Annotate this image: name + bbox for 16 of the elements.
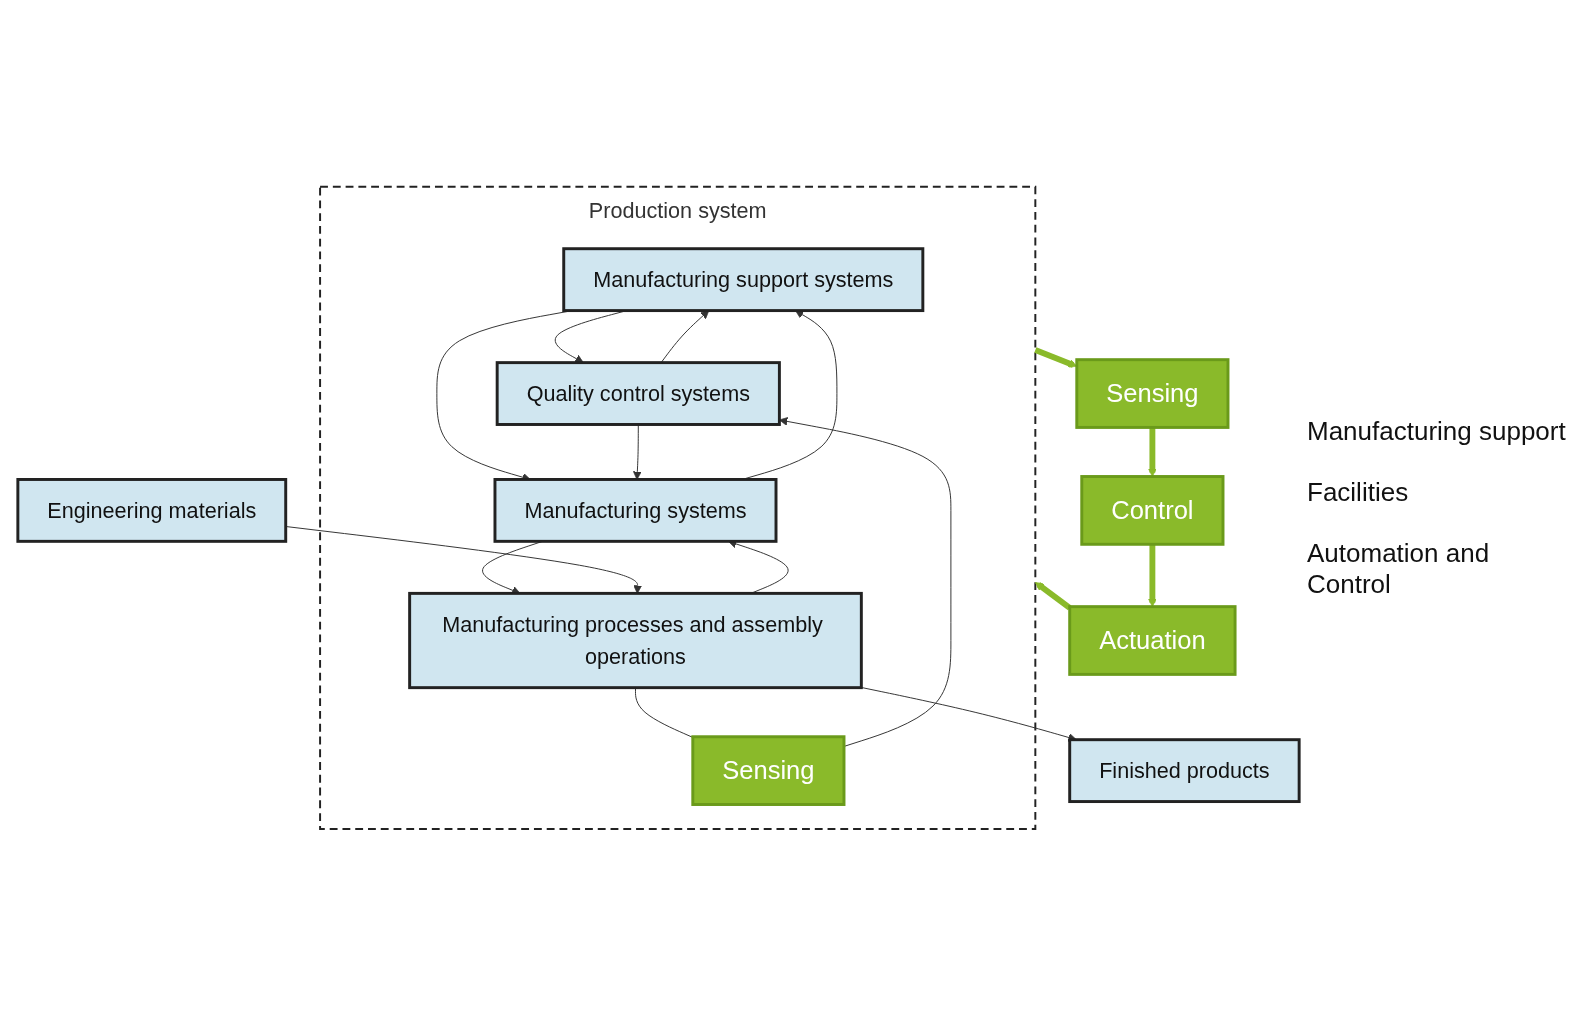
node-box: Manufacturing processes and assembly operations	[408, 591, 863, 690]
connector	[635, 687, 694, 738]
bracket-label: Facilities	[1307, 477, 1410, 508]
arrow	[1034, 582, 1072, 611]
node-box: Sensing	[1075, 358, 1230, 429]
bracket-label: Automation and Control	[1307, 538, 1491, 600]
node-box: Manufacturing systems	[493, 478, 778, 543]
node-box: Engineering materials	[16, 478, 288, 543]
node-box: Finished products	[1068, 738, 1301, 804]
arrow	[1148, 427, 1157, 477]
node-box: Quality control systems	[495, 361, 781, 426]
node-box: Actuation	[1068, 605, 1237, 676]
node-box: Sensing	[691, 735, 846, 807]
bracket-label: Manufacturing support	[1307, 416, 1567, 447]
node-box: Control	[1080, 475, 1225, 546]
node-box: Manufacturing support systems	[562, 247, 925, 313]
